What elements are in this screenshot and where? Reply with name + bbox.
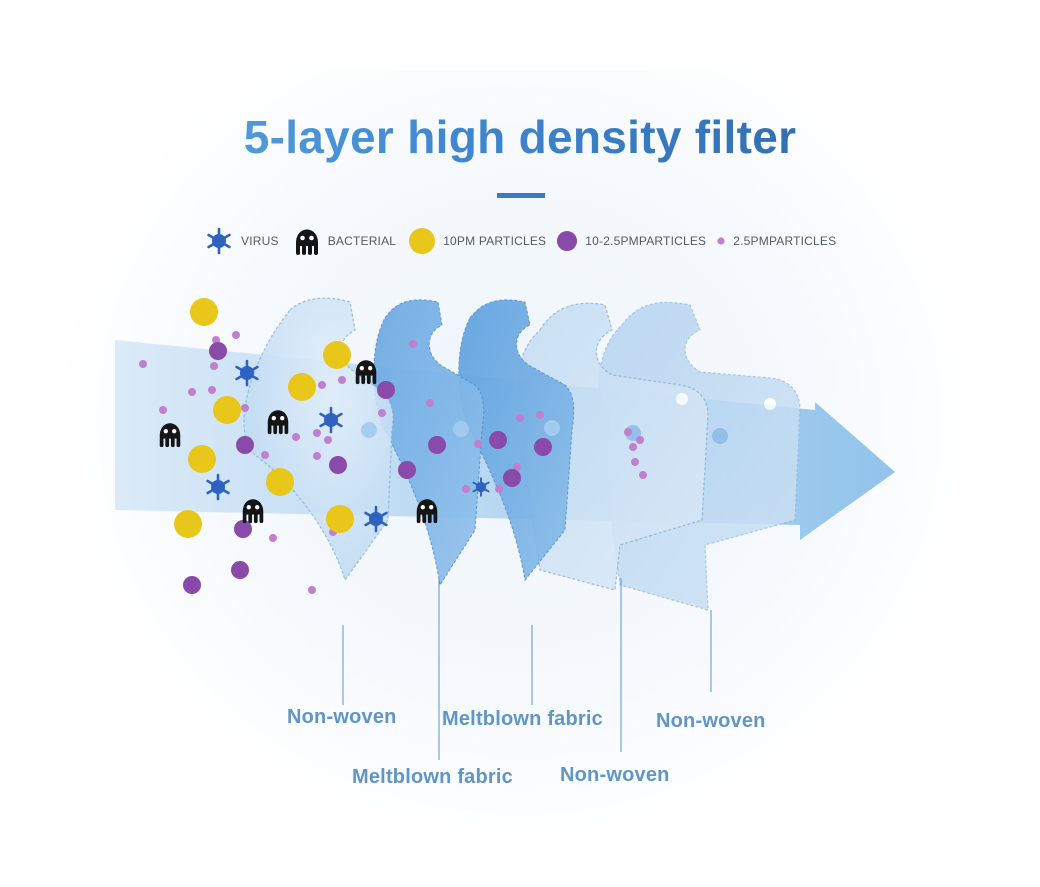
small-particle <box>462 485 470 493</box>
small-particle <box>409 340 417 348</box>
legend-label: 10PM PARTICLES <box>443 234 547 248</box>
small-particle <box>261 451 269 459</box>
legend-item-medium-particle: 10-2.5PMPARTICLES <box>556 230 706 252</box>
legend-item-bacteria: BACTERIAL <box>293 226 397 256</box>
small-particle <box>474 440 482 448</box>
large-particle <box>174 510 202 538</box>
small-particle <box>188 388 196 396</box>
medium-particle <box>534 438 552 456</box>
large-particle <box>188 445 216 473</box>
page-title: 5-layer high density filter <box>0 110 1040 164</box>
small-particle <box>378 409 386 417</box>
legend-item-virus: VIRUS <box>204 226 279 256</box>
medium-particle <box>329 456 347 474</box>
medium-particle <box>209 342 227 360</box>
small-particle <box>513 463 521 471</box>
legend-label: 10-2.5PMPARTICLES <box>585 234 707 248</box>
medium-particle <box>183 576 201 594</box>
small-particle <box>139 360 147 368</box>
large-particle <box>323 341 351 369</box>
small-particle <box>208 386 216 394</box>
legend-label: VIRUS <box>241 234 279 248</box>
legend-item-small-particle: 2.5PMPARTICLES <box>716 234 836 248</box>
virus-icon <box>207 227 231 255</box>
large-particle <box>213 396 241 424</box>
layer-label-1: Non-woven <box>287 706 397 728</box>
large-particle <box>288 373 316 401</box>
large-particle-icon <box>409 228 436 254</box>
medium-particle <box>377 381 395 399</box>
small-particle <box>308 586 316 594</box>
small-particle <box>631 458 639 466</box>
large-particle <box>266 468 294 496</box>
medium-particle <box>489 431 507 449</box>
layer-label-2: Meltblown fabric <box>352 766 513 788</box>
bacteria-icon <box>242 499 264 524</box>
small-particle <box>313 429 321 437</box>
legend-item-large-particle: 10PM PARTICLES <box>408 227 546 255</box>
layer-1-non-woven <box>243 297 394 582</box>
small-particle <box>495 485 503 493</box>
particles <box>139 298 647 594</box>
small-particle <box>636 436 644 444</box>
small-particle <box>232 331 240 339</box>
medium-particle-icon <box>557 231 578 251</box>
small-particle <box>292 433 300 441</box>
small-particle <box>313 452 321 460</box>
small-particle <box>426 399 434 407</box>
medium-particle <box>503 469 521 487</box>
legend-label: BACTERIAL <box>327 234 397 248</box>
medium-particle <box>428 436 446 454</box>
layer-label-5: Non-woven <box>656 710 766 732</box>
small-particle <box>269 534 277 542</box>
small-particle <box>210 362 218 370</box>
large-particle <box>326 505 354 533</box>
bacteria-icon <box>295 229 318 255</box>
medium-particle <box>231 561 249 579</box>
medium-particle <box>234 520 252 538</box>
legend: VIRUS BACTERIAL 10PM PARTICLES 10-2.5PMP… <box>204 226 846 256</box>
small-particle <box>516 414 524 422</box>
small-particle <box>159 406 167 414</box>
small-particle <box>241 404 249 412</box>
small-particle <box>639 471 647 479</box>
layer-label-4: Non-woven <box>560 764 670 786</box>
layer-label-3: Meltblown fabric <box>442 708 603 730</box>
large-particle <box>190 298 218 326</box>
small-particle <box>318 381 326 389</box>
small-particle <box>629 443 637 451</box>
medium-particle <box>398 461 416 479</box>
small-particle <box>324 436 332 444</box>
medium-particle <box>236 436 254 454</box>
title-underline <box>497 193 545 198</box>
small-particle <box>338 376 346 384</box>
small-particle <box>624 428 632 436</box>
small-particle <box>536 411 544 419</box>
legend-label: 2.5PMPARTICLES <box>733 234 837 248</box>
small-particle-icon <box>717 237 725 245</box>
